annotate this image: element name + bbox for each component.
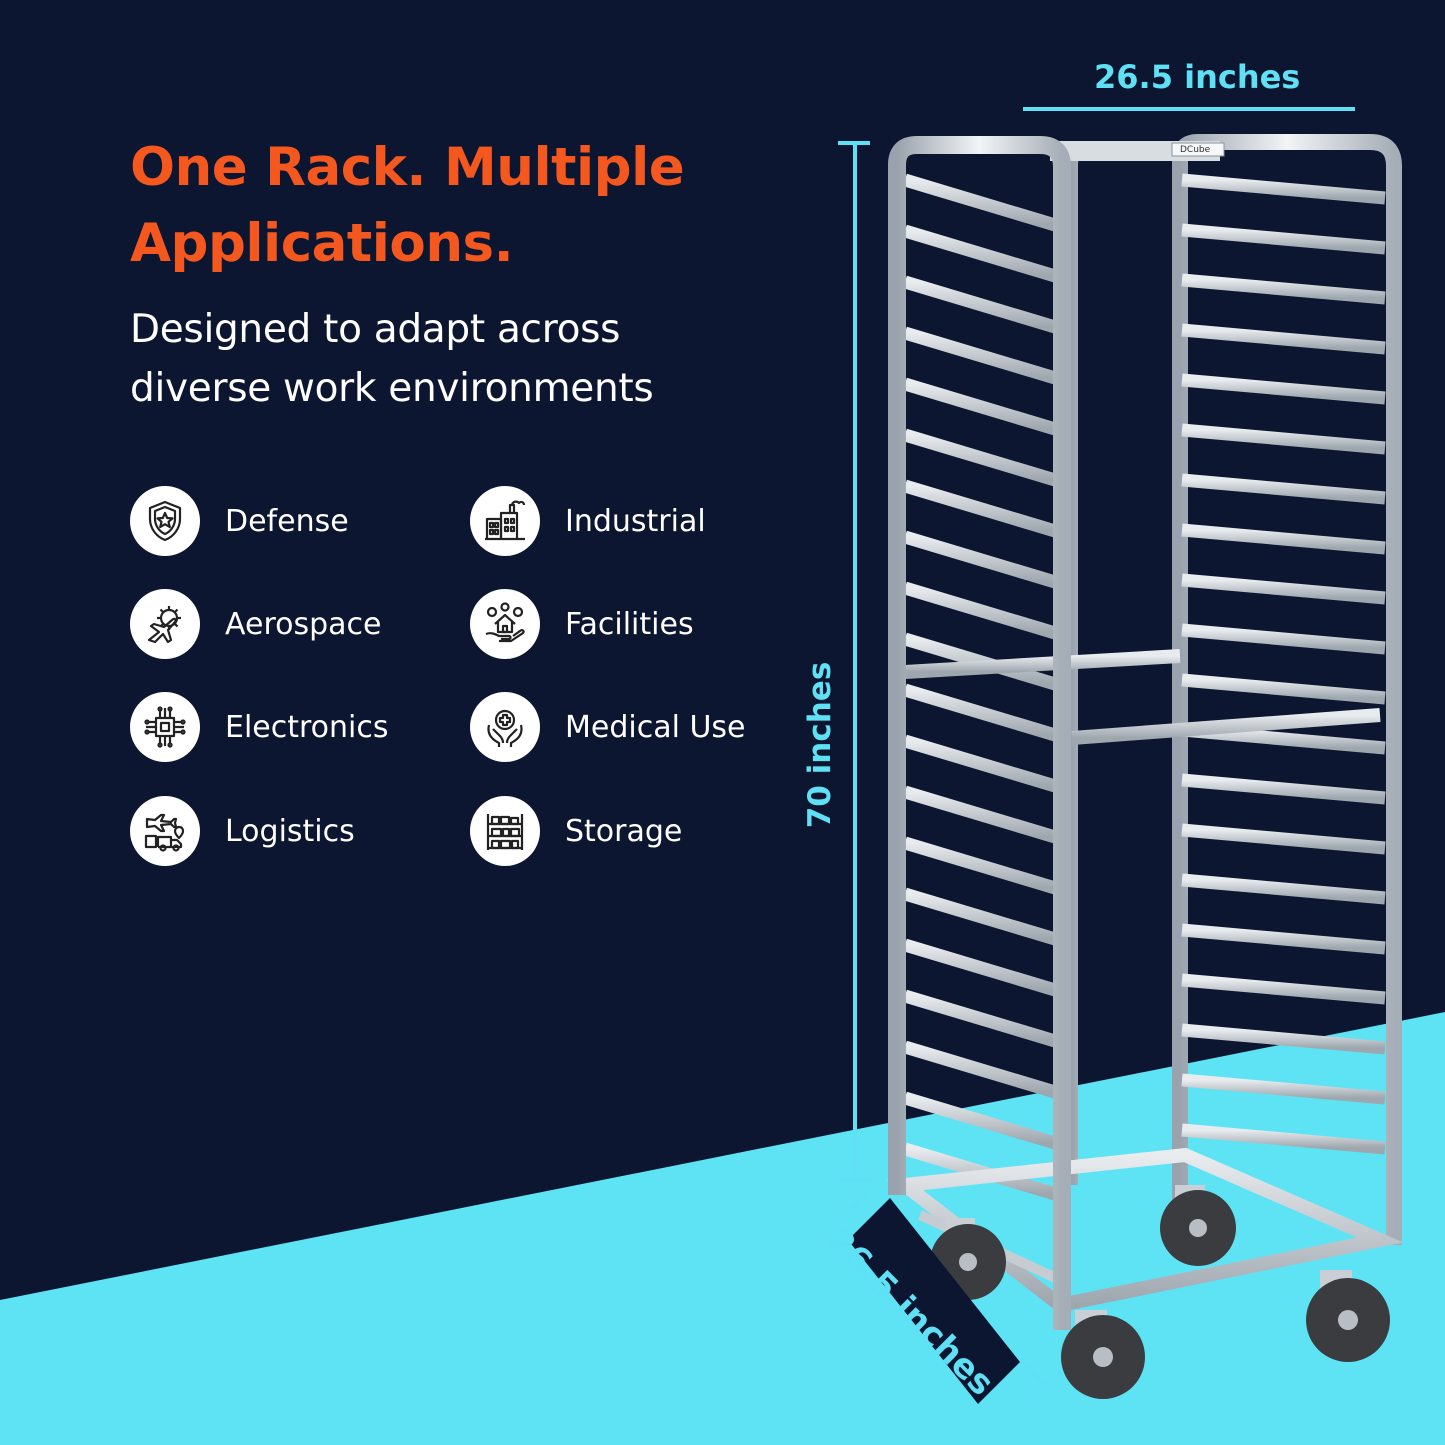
medical-cross-hands-icon <box>470 692 540 762</box>
depth-label-plate <box>848 1198 1020 1404</box>
shelf-rail <box>903 887 1057 946</box>
shelf-rail <box>1181 673 1386 705</box>
application-label: Defense <box>225 503 349 539</box>
rack-back-frame <box>1050 134 1402 1245</box>
airplane-gear-icon <box>130 589 200 659</box>
rack-cross-bars <box>904 649 1381 745</box>
brand-label: DCube <box>1180 145 1211 155</box>
warehouse-shelf-icon <box>470 796 540 866</box>
shelf-rail <box>903 581 1057 640</box>
shelf-rail <box>1181 873 1386 905</box>
shelf-rail <box>903 377 1057 436</box>
application-item-facilities: Facilities <box>470 588 694 660</box>
shelf-rail <box>1181 973 1386 1005</box>
application-item-industrial: Industrial <box>470 485 706 557</box>
shelf-rail <box>1181 623 1386 655</box>
shelf-rail <box>1181 1023 1386 1055</box>
shelf-rail <box>903 1091 1057 1150</box>
application-item-storage: Storage <box>470 795 682 867</box>
application-item-medical-use: Medical Use <box>470 691 746 763</box>
width-dimension-label: 26.5 inches <box>1094 58 1301 96</box>
shelf-rail <box>903 275 1057 334</box>
shelf-rail <box>1181 773 1386 805</box>
shelf-rail <box>1181 473 1386 505</box>
shelf-rail <box>903 938 1057 997</box>
shelf-rail <box>903 785 1057 844</box>
shelf-rail <box>903 428 1057 487</box>
application-label: Aerospace <box>225 606 382 642</box>
shelf-rail <box>903 683 1057 742</box>
shelf-rail <box>903 224 1057 283</box>
application-label: Facilities <box>565 606 694 642</box>
application-item-logistics: Logistics <box>130 795 355 867</box>
application-label: Electronics <box>225 709 389 745</box>
application-item-aerospace: Aerospace <box>130 588 382 660</box>
shelf-rail <box>1181 373 1386 405</box>
shelf-rail <box>1181 923 1386 955</box>
height-dimension-label: 70 inches <box>802 661 838 829</box>
shield-star-icon <box>130 486 200 556</box>
shelf-rail <box>1181 323 1386 355</box>
rack-shelf-rails-right <box>1181 173 1386 1155</box>
shelf-rail <box>1181 823 1386 855</box>
shelf-rail <box>903 734 1057 793</box>
microchip-icon <box>130 692 200 762</box>
shelf-rail <box>1181 573 1386 605</box>
shelf-rail <box>903 989 1057 1048</box>
shelf-rail <box>903 1040 1057 1099</box>
subheadline: Designed to adapt across diverse work en… <box>130 307 654 411</box>
shelf-rail <box>1181 523 1386 555</box>
shelf-rail <box>1181 223 1386 255</box>
shelf-rail <box>1181 173 1386 205</box>
application-label: Medical Use <box>565 709 746 745</box>
factory-icon <box>470 486 540 556</box>
dimension-lines <box>838 107 1355 1400</box>
shelf-rail <box>1181 273 1386 305</box>
shelf-rail <box>1181 1073 1386 1105</box>
shelf-rail <box>903 530 1057 589</box>
application-label: Industrial <box>565 503 706 539</box>
shelf-rail <box>903 479 1057 538</box>
rack-front-frame <box>888 136 1392 1330</box>
shelf-rail <box>903 326 1057 385</box>
shelf-rail <box>903 836 1057 895</box>
application-label: Storage <box>565 813 683 849</box>
rack-caster-wheels <box>930 1185 1390 1399</box>
application-label: Logistics <box>225 813 355 849</box>
airplane-truck-icon <box>130 796 200 866</box>
shelf-rail <box>903 173 1057 232</box>
shelf-rail <box>1181 1123 1386 1155</box>
rack-shelf-rails-left <box>903 173 1057 1201</box>
shelf-rail <box>1181 423 1386 455</box>
application-item-defense: Defense <box>130 485 349 557</box>
headline: One Rack. Multiple Applications. <box>130 137 685 274</box>
house-hand-icon <box>470 589 540 659</box>
application-item-electronics: Electronics <box>130 691 389 763</box>
